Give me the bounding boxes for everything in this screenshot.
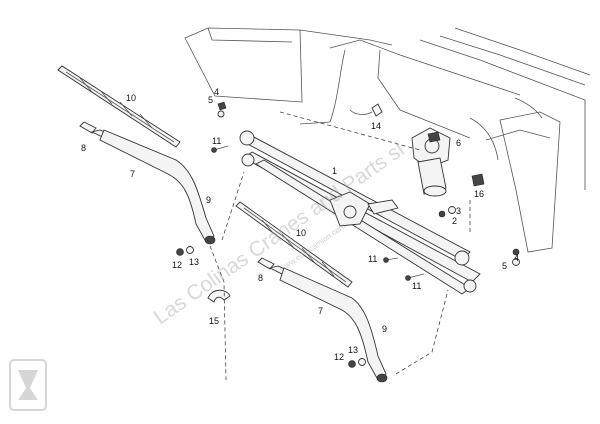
callout: 11 bbox=[412, 281, 421, 291]
watermark: Las Colinas Cranes and Parts sl www.euro… bbox=[9, 138, 409, 411]
callout-labels: 10 8 7 9 5 4 11 1 14 6 3 2 16 13 12 10 8… bbox=[81, 87, 519, 362]
callout: 1 bbox=[332, 166, 337, 176]
callout: 13 bbox=[189, 257, 199, 267]
wiper-motor bbox=[411, 127, 451, 197]
callout: 16 bbox=[474, 189, 484, 199]
callout: 5 bbox=[502, 261, 507, 271]
callout: 9 bbox=[382, 324, 387, 334]
callout: 8 bbox=[258, 273, 263, 283]
wiper-linkage-frame bbox=[239, 130, 481, 295]
callout: 4 bbox=[214, 87, 219, 97]
callout: 13 bbox=[348, 345, 358, 355]
callout: 3 bbox=[456, 206, 461, 216]
wiper-arm-upper bbox=[79, 121, 216, 245]
wiper-arm-lower bbox=[257, 257, 388, 383]
dashed-leaders bbox=[209, 111, 471, 381]
callout: 12 bbox=[334, 352, 344, 362]
callout: 7 bbox=[318, 306, 323, 316]
fasteners bbox=[176, 101, 520, 368]
callout: 4 bbox=[514, 253, 519, 263]
callout: 10 bbox=[296, 228, 306, 238]
callout: 9 bbox=[206, 195, 211, 205]
callout: 8 bbox=[81, 143, 86, 153]
callout: 2 bbox=[452, 216, 457, 226]
callout: 7 bbox=[130, 169, 135, 179]
callout: 11 bbox=[212, 136, 221, 146]
callout: 6 bbox=[456, 138, 461, 148]
wiper-blade-upper bbox=[57, 65, 181, 148]
callout: 5 bbox=[208, 95, 213, 105]
callout: 10 bbox=[126, 93, 136, 103]
wiper-blade-lower bbox=[235, 201, 353, 288]
callout: 11 bbox=[368, 254, 377, 264]
callout: 15 bbox=[209, 316, 219, 326]
callout: 14 bbox=[371, 121, 381, 131]
cab-body-outline bbox=[184, 27, 591, 253]
callout: 12 bbox=[172, 260, 182, 270]
watermark-logo-icon bbox=[9, 359, 47, 411]
